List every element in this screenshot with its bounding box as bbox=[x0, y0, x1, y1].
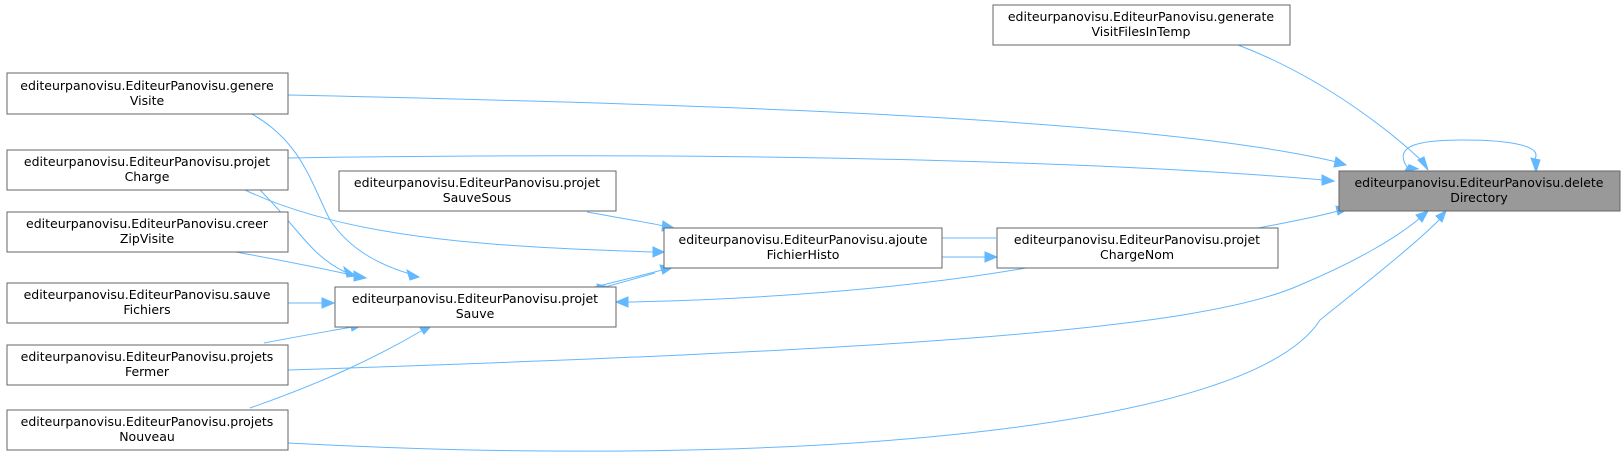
edge-generevisite-to-deletedirectory bbox=[287, 94, 1348, 168]
nodes: editeurpanovisu.EditeurPanovisu.delete D… bbox=[6, 4, 1621, 451]
node-sauve-fichiers-line1: editeurpanovisu.EditeurPanovisu.sauve bbox=[24, 287, 271, 302]
node-creer-zip-visite-line2: ZipVisite bbox=[120, 231, 175, 246]
edge-deletedirectory-self bbox=[1402, 139, 1541, 174]
node-projet-sauve-line2: Sauve bbox=[456, 306, 495, 321]
node-delete-directory-line2: Directory bbox=[1450, 190, 1508, 205]
node-projet-charge-nom-line2: ChargeNom bbox=[1100, 247, 1174, 262]
edge-ajoutefichierhisto-to-projetchargenom bbox=[940, 251, 999, 263]
edge-projetsauvesous-to-ajoutefichierhisto bbox=[586, 211, 676, 232]
node-projet-sauve-sous[interactable]: editeurpanovisu.EditeurPanovisu.projet S… bbox=[338, 170, 617, 212]
node-genere-visite-line2: Visite bbox=[130, 93, 165, 108]
edges bbox=[235, 44, 1541, 452]
node-ajoute-fichier-histo-line1: editeurpanovisu.EditeurPanovisu.ajoute bbox=[679, 232, 928, 247]
node-projets-fermer-line1: editeurpanovisu.EditeurPanovisu.projets bbox=[21, 349, 274, 364]
node-delete-directory[interactable]: editeurpanovisu.EditeurPanovisu.delete D… bbox=[1338, 170, 1621, 212]
edge-projetsauve-to-ajoutefichierhisto bbox=[586, 264, 675, 290]
node-generate-visit-files-in-temp-line2: VisitFilesInTemp bbox=[1092, 24, 1191, 39]
node-projet-charge-line2: Charge bbox=[125, 169, 170, 184]
edge-generatevisitfiles-to-deletedirectory bbox=[1237, 44, 1429, 171]
edge-projetsfermer-to-deletedirectory bbox=[287, 210, 1430, 371]
node-creer-zip-visite-line1: editeurpanovisu.EditeurPanovisu.creer bbox=[26, 216, 269, 231]
node-ajoute-fichier-histo[interactable]: editeurpanovisu.EditeurPanovisu.ajoute F… bbox=[663, 227, 943, 269]
node-genere-visite[interactable]: editeurpanovisu.EditeurPanovisu.genere V… bbox=[6, 72, 289, 115]
edge-projetchargenom-to-deletedirectory bbox=[1257, 205, 1350, 229]
node-projet-sauve-sous-line1: editeurpanovisu.EditeurPanovisu.projet bbox=[354, 175, 600, 190]
node-projet-sauve[interactable]: editeurpanovisu.EditeurPanovisu.projet S… bbox=[334, 286, 617, 328]
node-projet-sauve-sous-line2: SauveSous bbox=[443, 190, 512, 205]
edge-projetsnouveau-to-deletedirectory bbox=[287, 209, 1447, 452]
node-projets-fermer[interactable]: editeurpanovisu.EditeurPanovisu.projets … bbox=[6, 344, 289, 386]
node-sauve-fichiers[interactable]: editeurpanovisu.EditeurPanovisu.sauve Fi… bbox=[6, 282, 289, 324]
node-projets-nouveau-line1: editeurpanovisu.EditeurPanovisu.projets bbox=[21, 414, 274, 429]
node-projet-sauve-line1: editeurpanovisu.EditeurPanovisu.projet bbox=[352, 291, 598, 306]
node-sauve-fichiers-line2: Fichiers bbox=[123, 302, 170, 317]
edge-projetcharge-to-ajoutefichierhisto bbox=[244, 189, 666, 258]
edge-sauvefichiers-to-projetsauve bbox=[288, 297, 336, 309]
node-generate-visit-files-in-temp[interactable]: editeurpanovisu.EditeurPanovisu.generate… bbox=[992, 4, 1291, 46]
edge-projetcharge-to-deletedirectory bbox=[287, 155, 1336, 186]
node-projet-charge[interactable]: editeurpanovisu.EditeurPanovisu.projet C… bbox=[6, 149, 289, 191]
node-ajoute-fichier-histo-line2: FichierHisto bbox=[767, 247, 840, 262]
node-genere-visite-line1: editeurpanovisu.EditeurPanovisu.genere bbox=[20, 78, 274, 93]
node-delete-directory-line1: editeurpanovisu.EditeurPanovisu.delete bbox=[1354, 175, 1603, 190]
edge-creerzipvisite-to-projetsauve bbox=[235, 251, 368, 282]
node-projets-fermer-line2: Fermer bbox=[125, 364, 170, 379]
node-projet-charge-line1: editeurpanovisu.EditeurPanovisu.projet bbox=[24, 154, 270, 169]
edge-generevisite-to-projetsauve bbox=[249, 112, 421, 281]
node-projet-charge-nom[interactable]: editeurpanovisu.EditeurPanovisu.projet C… bbox=[996, 227, 1279, 269]
node-generate-visit-files-in-temp-line1: editeurpanovisu.EditeurPanovisu.generate bbox=[1008, 9, 1275, 24]
node-projets-nouveau[interactable]: editeurpanovisu.EditeurPanovisu.projets … bbox=[6, 409, 289, 451]
edge-projetchargenom-to-projetsauve bbox=[614, 267, 1027, 308]
edge-projetcharge-to-projetsauve bbox=[259, 189, 358, 278]
node-creer-zip-visite[interactable]: editeurpanovisu.EditeurPanovisu.creer Zi… bbox=[6, 211, 289, 253]
node-projet-charge-nom-line1: editeurpanovisu.EditeurPanovisu.projet bbox=[1014, 232, 1260, 247]
node-projets-nouveau-line2: Nouveau bbox=[119, 429, 175, 444]
